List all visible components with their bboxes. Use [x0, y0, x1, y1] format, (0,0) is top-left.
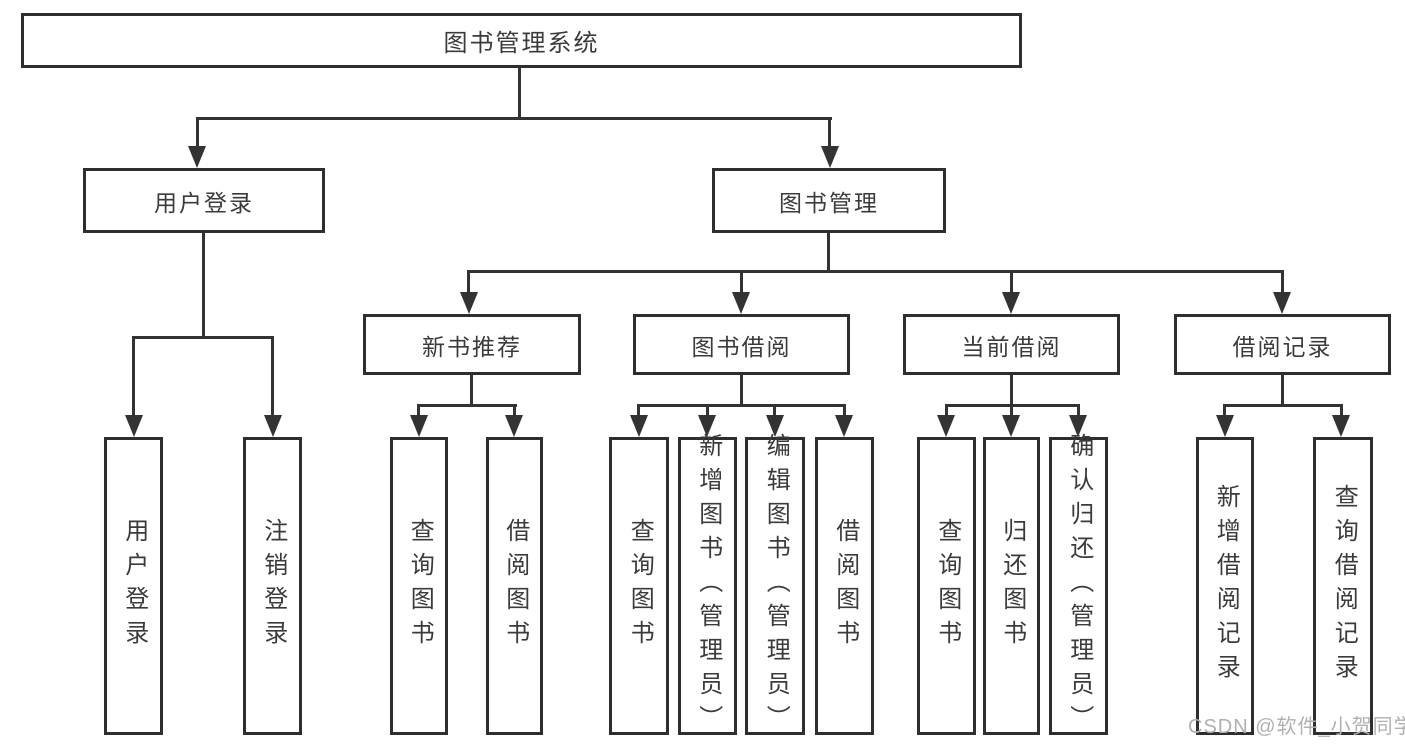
arrow-down-icon	[766, 415, 784, 437]
connector-line	[828, 117, 831, 149]
connector-line	[518, 67, 521, 118]
leaf-label: 查询图书	[933, 518, 961, 654]
leaf-label: 新增图书（管理员）	[694, 433, 722, 739]
leaf-label: 查询图书	[626, 518, 654, 654]
leaf-confirm-return-admin: 确认归还（管理员）	[1049, 433, 1108, 739]
connector-line	[637, 404, 846, 407]
connector-line	[417, 404, 517, 407]
connector-line	[467, 270, 1284, 273]
leaf-label: 确认归还（管理员）	[1065, 433, 1093, 739]
connector-line	[1340, 404, 1343, 417]
arrow-down-icon	[125, 415, 143, 437]
connector-line	[1281, 375, 1284, 406]
node-label: 新书推荐	[422, 333, 522, 360]
node-label: 用户登录	[154, 189, 254, 216]
leaf-label: 用户登录	[120, 518, 148, 654]
node-label: 当前借阅	[961, 333, 1062, 360]
arrow-down-icon	[732, 292, 750, 314]
arrow-down-icon	[505, 415, 523, 437]
connector-line	[513, 404, 516, 417]
arrow-down-icon	[264, 415, 282, 437]
node-label: 图书管理	[779, 189, 879, 216]
connector-line	[637, 404, 640, 417]
arrow-down-icon	[835, 415, 853, 437]
leaf-return-books: 归还图书	[983, 437, 1040, 735]
arrow-down-icon	[460, 292, 478, 314]
leaf-add-borrow-record: 新增借阅记录	[1196, 437, 1254, 735]
arrow-down-icon	[1002, 292, 1020, 314]
arrow-down-icon	[1332, 415, 1350, 437]
connector-line	[132, 336, 274, 339]
connector-line	[1223, 404, 1343, 407]
connector-line	[1077, 404, 1080, 417]
connector-line	[740, 375, 743, 406]
leaf-recommend-query-books: 查询图书	[390, 437, 448, 735]
node-user-login: 用户登录	[83, 168, 325, 233]
node-book-management: 图书管理	[712, 168, 946, 233]
leaf-borrow-books: 借阅图书	[815, 437, 874, 735]
connector-line	[271, 336, 274, 417]
node-borrow-records: 借阅记录	[1174, 314, 1391, 375]
connector-line	[202, 233, 205, 339]
leaf-label: 编辑图书（管理员）	[762, 433, 790, 739]
leaf-logout: 注销登录	[243, 437, 302, 735]
leaf-borrow-query-books: 查询图书	[609, 437, 669, 735]
connector-line	[1010, 404, 1013, 417]
leaf-label: 注销登录	[259, 518, 287, 654]
leaf-label: 借阅图书	[831, 518, 859, 654]
connector-line	[706, 404, 709, 417]
connector-line	[132, 336, 135, 417]
node-root-system: 图书管理系统	[21, 13, 1022, 68]
arrow-down-icon	[1069, 415, 1087, 437]
leaf-current-query-books: 查询图书	[917, 437, 976, 735]
connector-line	[1281, 270, 1284, 295]
arrow-down-icon	[1002, 415, 1020, 437]
connector-line	[1223, 404, 1226, 417]
arrow-down-icon	[1273, 292, 1291, 314]
arrow-down-icon	[821, 146, 839, 168]
leaf-label: 查询借阅记录	[1330, 484, 1358, 688]
leaf-label: 查询图书	[406, 518, 434, 654]
node-label: 借阅记录	[1232, 333, 1333, 360]
connector-line	[740, 270, 743, 295]
leaf-label: 归还图书	[998, 518, 1026, 654]
leaf-add-books-admin: 新增图书（管理员）	[678, 433, 737, 739]
arrow-down-icon	[698, 415, 716, 437]
connector-line	[417, 404, 420, 417]
leaf-user-login: 用户登录	[104, 437, 163, 735]
connector-line	[945, 404, 948, 417]
arrow-down-icon	[1216, 415, 1234, 437]
leaf-label: 新增借阅记录	[1212, 484, 1240, 688]
leaf-edit-books-admin: 编辑图书（管理员）	[745, 433, 805, 739]
connector-line	[1010, 375, 1013, 406]
connector-line	[467, 270, 470, 295]
arrow-down-icon	[937, 415, 955, 437]
node-book-borrow: 图书借阅	[633, 314, 850, 375]
node-current-borrow: 当前借阅	[903, 314, 1120, 375]
arrow-down-icon	[630, 415, 648, 437]
leaf-label: 借阅图书	[501, 518, 529, 654]
connector-line	[196, 117, 199, 149]
node-label: 图书借阅	[691, 333, 792, 360]
watermark: CSDN @软件_小贺同学	[1188, 716, 1405, 738]
leaf-query-borrow-record: 查询借阅记录	[1313, 437, 1373, 735]
connector-line	[1010, 270, 1013, 295]
connector-line	[843, 404, 846, 417]
arrow-down-icon	[410, 415, 428, 437]
connector-line	[827, 233, 830, 272]
leaf-recommend-borrow-books: 借阅图书	[486, 437, 543, 735]
connector-line	[470, 375, 473, 406]
connector-line	[196, 117, 832, 120]
arrow-down-icon	[188, 146, 206, 168]
node-root-label: 图书管理系统	[443, 30, 600, 57]
node-new-book-recommend: 新书推荐	[363, 314, 581, 375]
connector-line	[773, 404, 776, 417]
